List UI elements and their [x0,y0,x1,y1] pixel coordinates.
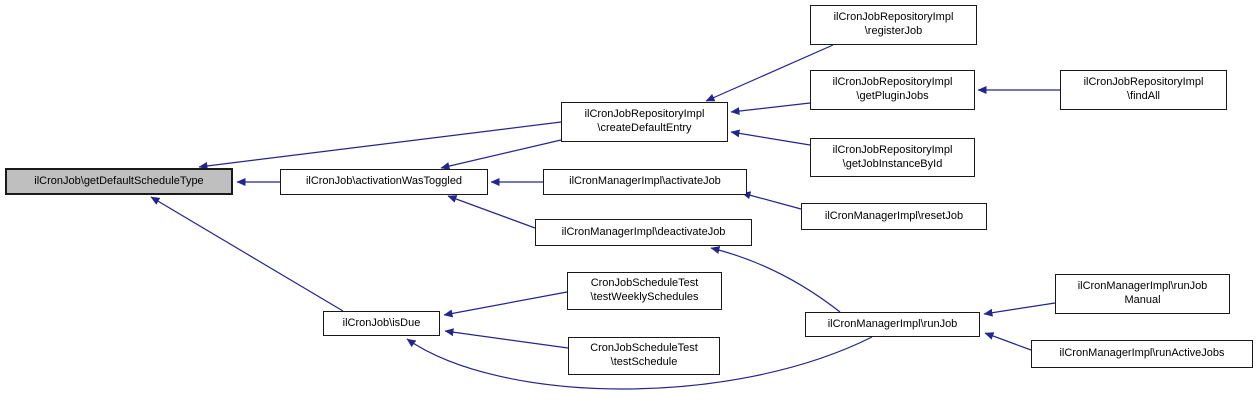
edge-testSchedule-to-isDue [444,328,569,349]
node-label: ilCronJobRepositoryImpl \createDefaultEn… [584,108,705,134]
edge-getJobInstanceById-to-createDefaultEntry [730,129,811,146]
node-label: CronJobScheduleTest \testSchedule [590,342,698,368]
edge-runJob-to-isDue [406,336,873,390]
node-label: ilCronJob\isDue [342,316,421,329]
node-label: ilCronJob\activationWasToggled [305,175,463,188]
node-createDefaultEntry[interactable]: ilCronJobRepositoryImpl \createDefaultEn… [561,102,728,142]
node-getDefaultScheduleType: ilCronJob\getDefaultScheduleType [5,168,233,195]
node-label: ilCronJob\getDefaultScheduleType [34,174,204,187]
node-findAll[interactable]: ilCronJobRepositoryImpl \findAll [1060,70,1227,110]
edge-isDue-to-getDefaultScheduleType [150,196,344,312]
node-label: ilCronManagerImpl\runJob Manual [1077,280,1208,306]
node-runActiveJobs[interactable]: ilCronManagerImpl\runActiveJobs [1031,340,1253,368]
edge-resetJob-to-activateJob [741,191,802,210]
node-label: CronJobScheduleTest \testWeeklySchedules [590,277,699,303]
node-label: ilCronJobRepositoryImpl \registerJob [833,11,954,37]
node-isDue[interactable]: ilCronJob\isDue [323,311,440,336]
edge-runJob-to-deactivateJob [710,246,841,313]
node-getPluginJobs[interactable]: ilCronJobRepositoryImpl \getPluginJobs [810,70,975,110]
node-label: ilCronManagerImpl\resetJob [824,209,964,222]
edge-runActiveJobs-to-runJob [984,332,1032,351]
edge-runJobManual-to-runJob [983,302,1056,317]
edge-testWeeklySchedules-to-isDue [443,291,568,318]
node-runJobManual[interactable]: ilCronManagerImpl\runJob Manual [1055,274,1230,314]
node-registerJob[interactable]: ilCronJobRepositoryImpl \registerJob [810,5,977,45]
node-runJob[interactable]: ilCronManagerImpl\runJob [805,312,980,337]
edge-createDefaultEntry-to-activationWasToggled [440,139,562,170]
node-getJobInstanceById[interactable]: ilCronJobRepositoryImpl \getJobInstanceB… [810,138,975,177]
node-label: ilCronManagerImpl\runJob [827,317,958,330]
edge-deactivateJob-to-activationWasToggled [447,195,536,229]
node-activationWasToggled[interactable]: ilCronJob\activationWasToggled [280,169,488,195]
node-label: ilCronJobRepositoryImpl \getJobInstanceB… [832,143,953,170]
node-label: ilCronJobRepositoryImpl \getPluginJobs [832,76,953,102]
edge-getPluginJobs-to-createDefaultEntry [730,102,811,116]
node-activateJob[interactable]: ilCronManagerImpl\activateJob [543,169,747,195]
node-testWeeklySchedules[interactable]: CronJobScheduleTest \testWeeklySchedules [567,272,722,310]
node-label: ilCronManagerImpl\runActiveJobs [1059,347,1225,360]
edge-createDefaultEntry-to-getDefaultScheduleType [198,121,562,170]
node-label: ilCronManagerImpl\deactivateJob [561,225,726,238]
node-deactivateJob[interactable]: ilCronManagerImpl\deactivateJob [535,219,752,246]
node-resetJob[interactable]: ilCronManagerImpl\resetJob [801,203,987,230]
node-label: ilCronJobRepositoryImpl \findAll [1083,76,1204,102]
node-label: ilCronManagerImpl\activateJob [569,175,721,188]
node-testSchedule[interactable]: CronJobScheduleTest \testSchedule [568,337,720,375]
edge-registerJob-to-createDefaultEntry [705,44,834,102]
